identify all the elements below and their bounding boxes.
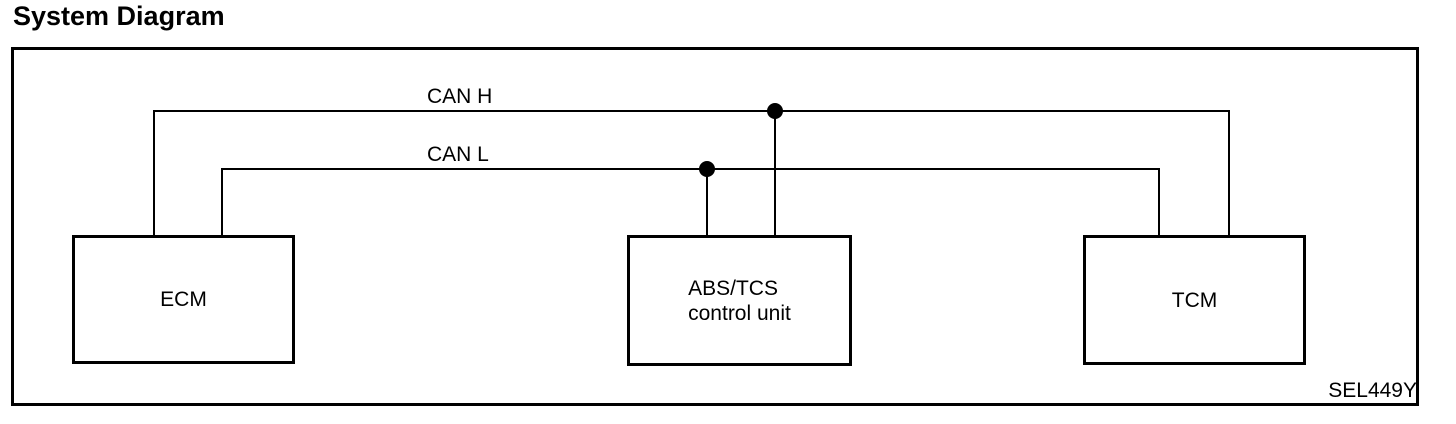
- node-ecm: ECM: [72, 235, 295, 364]
- can-h-label: CAN H: [427, 85, 493, 108]
- node-tcm: TCM: [1083, 235, 1306, 365]
- wire-tcm-can-l: [1158, 168, 1160, 237]
- can-l-bus-line: [221, 168, 1160, 170]
- wire-tcm-can-h: [1228, 110, 1230, 237]
- node-abs-tcs-label: ABS/TCS control unit: [688, 276, 791, 326]
- node-abs-tcs-label-line2: control unit: [688, 301, 791, 325]
- node-ecm-label: ECM: [160, 288, 207, 311]
- node-abs-tcs: ABS/TCS control unit: [627, 235, 852, 366]
- node-tcm-label: TCM: [1171, 288, 1218, 312]
- node-abs-tcs-label-line1: ABS/TCS: [688, 276, 778, 300]
- can-l-junction-dot: [699, 161, 715, 177]
- page-title: System Diagram: [13, 1, 225, 31]
- wire-ecm-can-l: [221, 168, 223, 237]
- can-h-junction-dot: [767, 103, 783, 119]
- wire-abs-tcs-can-l: [706, 168, 708, 237]
- wire-abs-tcs-can-h: [774, 110, 776, 237]
- can-h-bus-line: [153, 110, 1230, 112]
- can-l-label: CAN L: [427, 143, 489, 166]
- wire-ecm-can-h: [153, 110, 155, 237]
- reference-code: SEL449Y: [1328, 379, 1417, 402]
